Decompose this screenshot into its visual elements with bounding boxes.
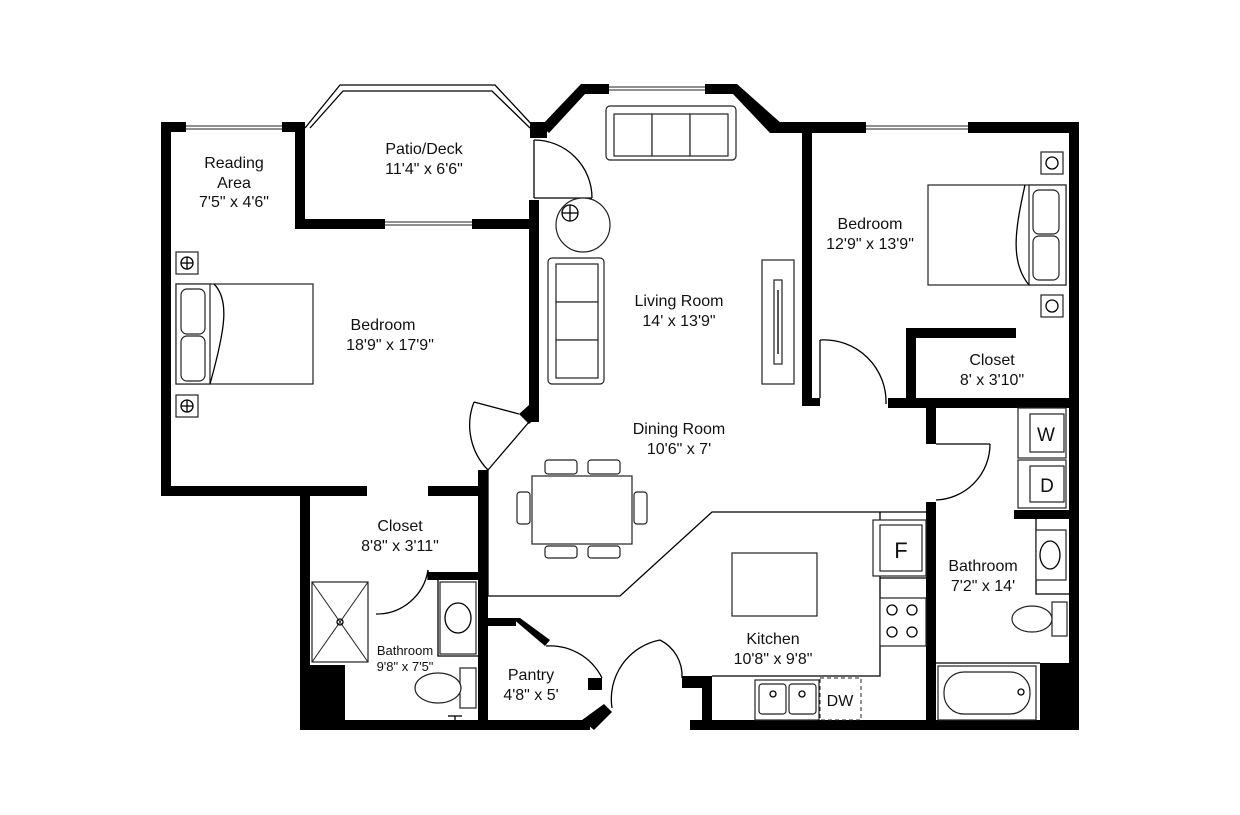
lamp-icon: [555, 197, 611, 253]
reading-name-1: Reading: [204, 155, 264, 172]
patio-size: 11'4" x 6'6": [385, 161, 463, 178]
closet-left-size: 8'8" x 3'11": [361, 538, 439, 555]
sofa-icon: [547, 257, 605, 385]
lamp-icon: [1040, 294, 1064, 318]
bath-right-name: Bathroom: [948, 558, 1017, 575]
tv-console-icon: [761, 259, 795, 385]
windows-and-lines: [186, 84, 1069, 677]
pantry-size: 4'8" x 5': [503, 687, 558, 704]
pantry-name: Pantry: [508, 667, 554, 684]
sink-icon: [1035, 529, 1067, 581]
bed-icon: [927, 184, 1067, 286]
patio-name: Patio/Deck: [385, 141, 463, 158]
kitchen-size: 10'8" x 9'8": [734, 651, 813, 668]
bath-right-size: 7'2" x 14': [951, 578, 1015, 595]
bed-icon: [175, 283, 314, 385]
dining-name: Dining Room: [633, 421, 725, 438]
toilet-icon: [414, 667, 477, 722]
washer-label: W: [1037, 425, 1055, 446]
kitchen-island: [731, 552, 818, 617]
shower-icon: [311, 581, 369, 663]
reading-name-2: Area: [217, 175, 251, 192]
dishwasher-label: DW: [827, 693, 855, 710]
bedroom-left-size: 18'9" x 17'9": [346, 337, 434, 354]
sofa-icon: [605, 105, 737, 161]
bedroom-left-name: Bedroom: [351, 317, 416, 334]
closet-left-name: Closet: [377, 518, 423, 535]
door-swing-icon: [375, 139, 991, 709]
closet-right-name: Closet: [969, 352, 1015, 369]
bathtub-icon: [937, 665, 1037, 721]
lamp-icon: [1040, 151, 1064, 175]
room-labels: Patio/Deck 11'4" x 6'6" Reading Area 7'5…: [199, 141, 1024, 704]
table-icon: [516, 459, 648, 559]
bedroom-right-size: 12'9" x 13'9": [826, 236, 914, 253]
walls: [161, 84, 1079, 730]
reading-size: 7'5" x 4'6": [199, 194, 269, 211]
kitchen-name: Kitchen: [746, 631, 799, 648]
dryer-label: D: [1040, 476, 1054, 497]
dishwasher-icon: DW: [819, 677, 862, 721]
living-size: 14' x 13'9": [642, 313, 715, 330]
sink-icon: [439, 581, 477, 655]
lamp-icon: [175, 251, 199, 275]
bedroom-right-name: Bedroom: [838, 216, 903, 233]
bath-left-name: Bathroom: [377, 643, 433, 658]
bath-left-size: 9'8" x 7'5": [377, 659, 434, 674]
sink-icon: [754, 679, 820, 721]
closet-right-size: 8' x 3'10": [960, 372, 1024, 389]
stove-icon: [879, 597, 927, 647]
washer-icon: W: [1017, 407, 1067, 459]
toilet-icon: [1011, 601, 1068, 637]
fridge-icon: F: [872, 519, 927, 577]
living-name: Living Room: [635, 293, 724, 310]
dryer-icon: D: [1017, 459, 1067, 509]
fridge-label: F: [894, 538, 907, 563]
lamp-icon: [175, 394, 199, 418]
dining-size: 10'6" x 7': [647, 441, 711, 458]
